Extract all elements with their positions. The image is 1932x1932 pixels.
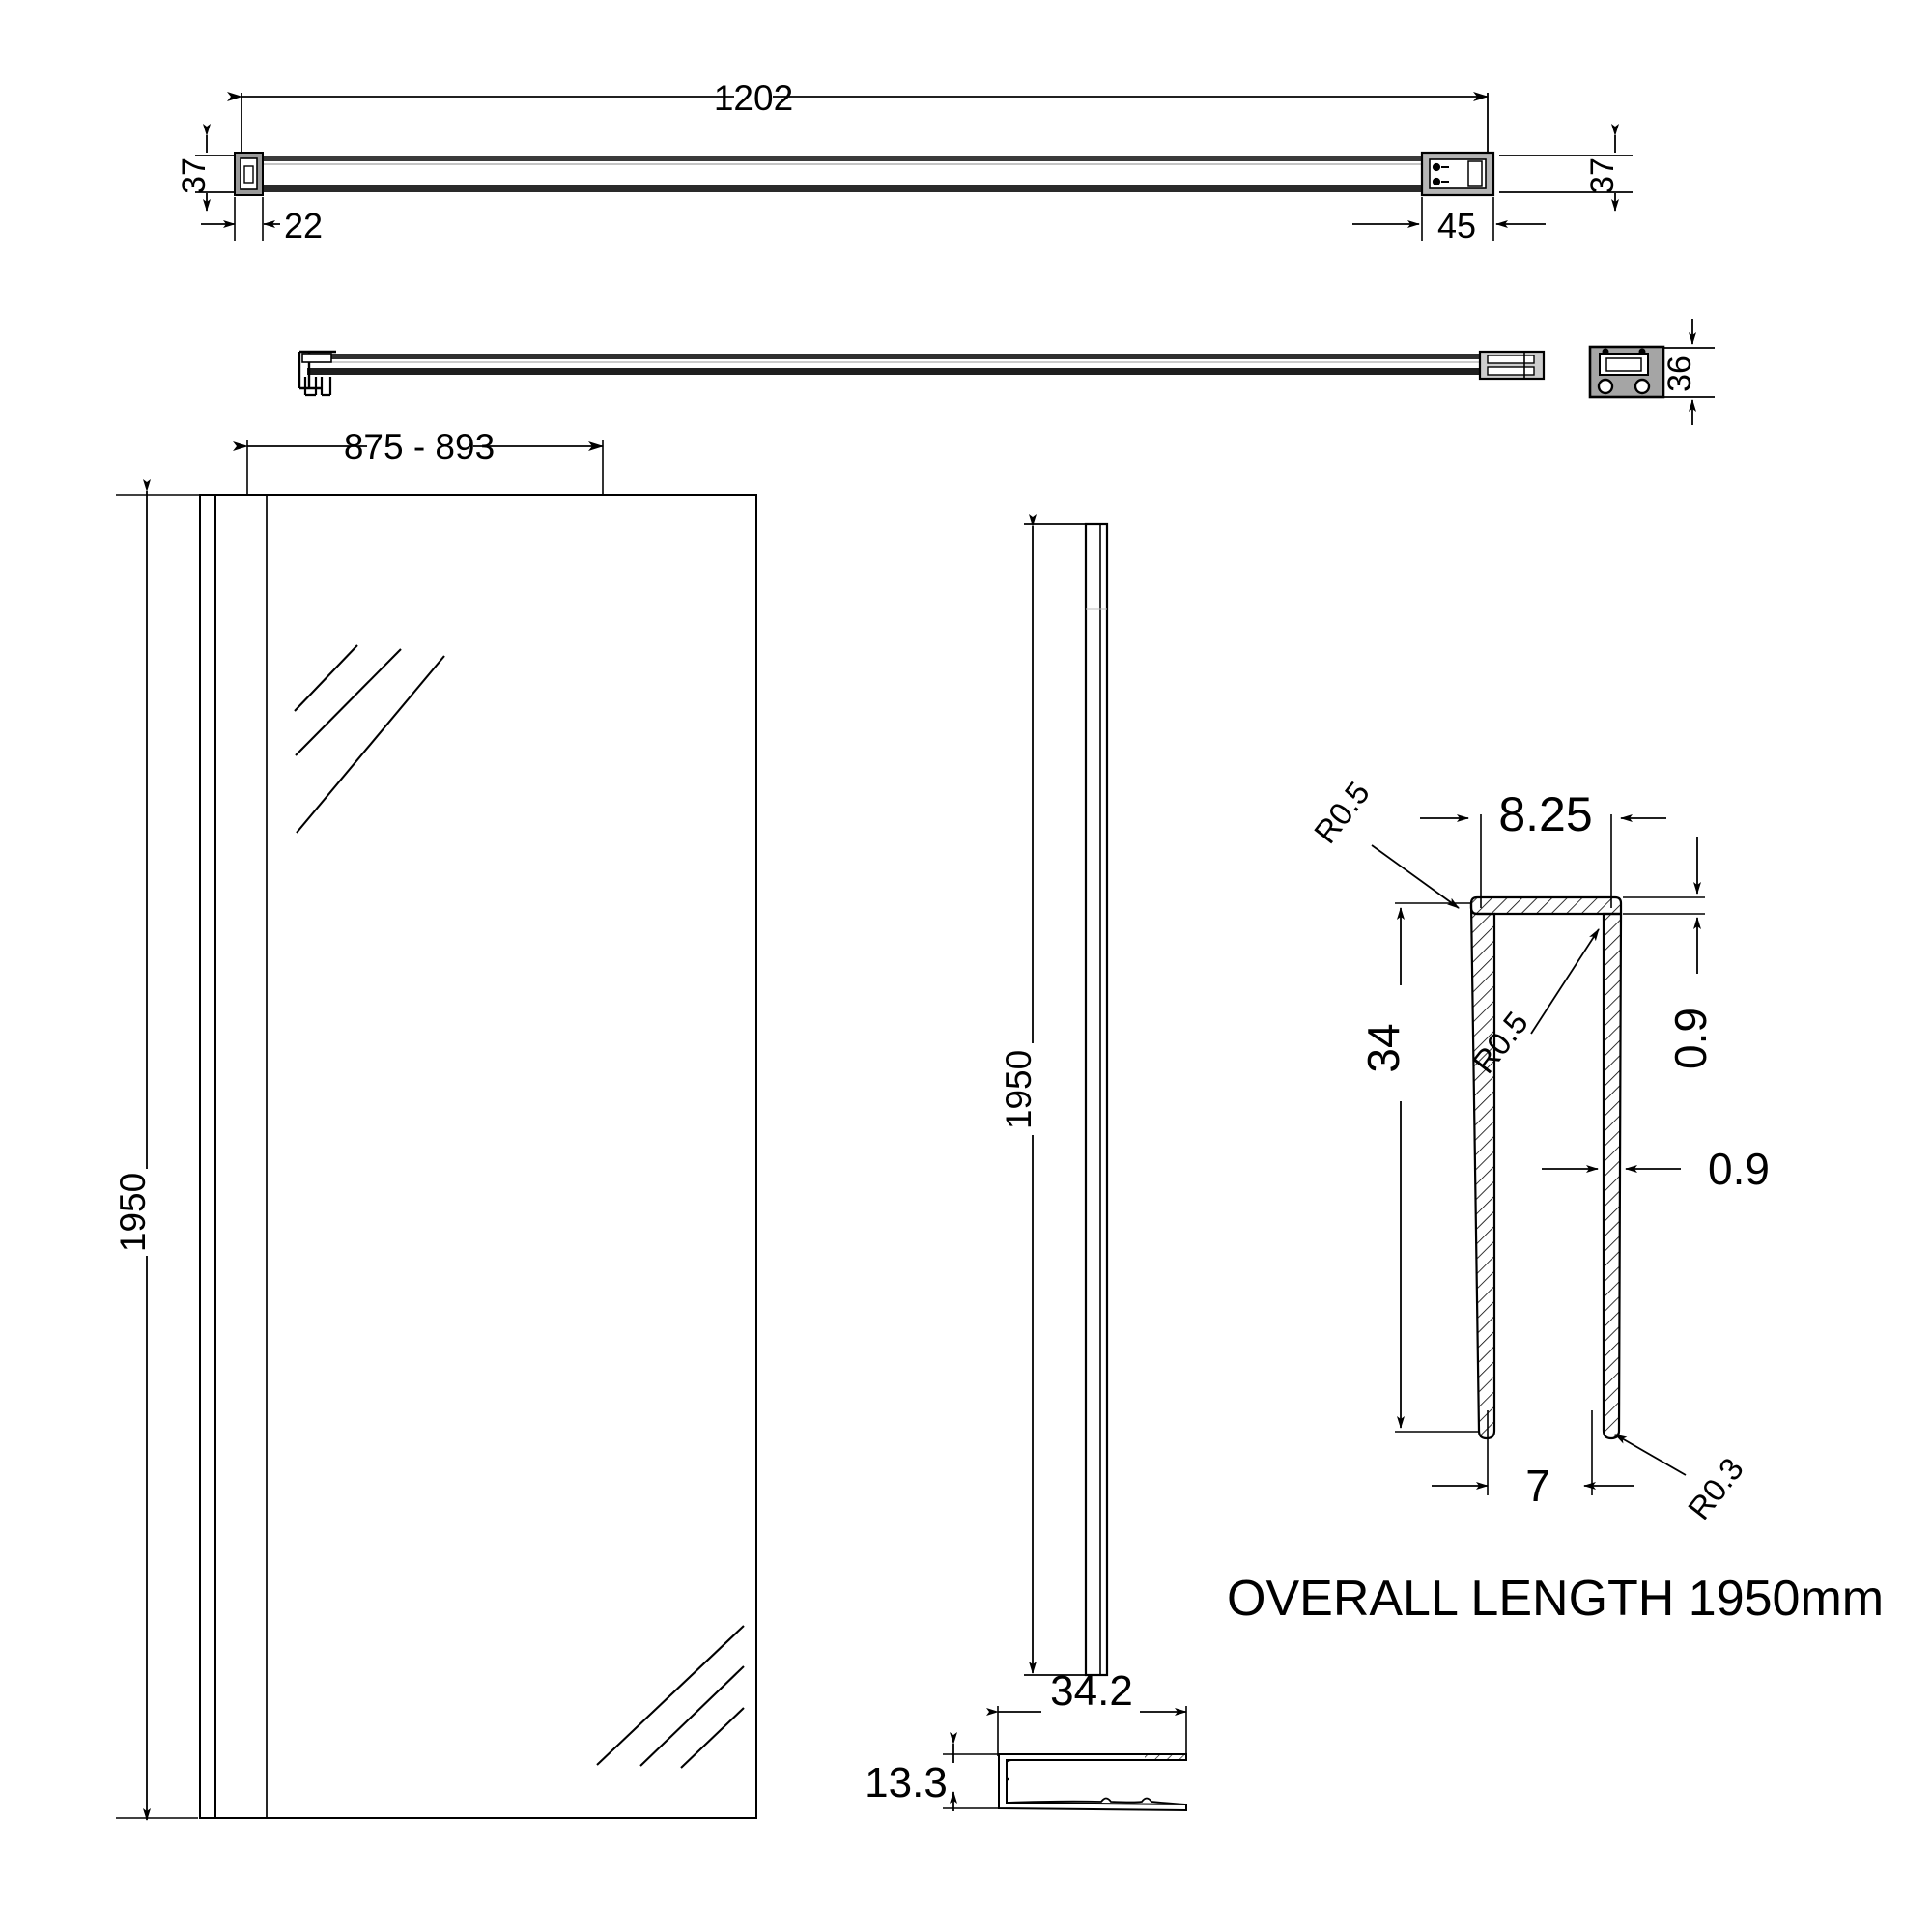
dim-22	[201, 197, 280, 242]
dim-37-right	[1499, 124, 1633, 212]
top-bar-profile	[234, 151, 1495, 197]
dimension-labels: 1202 37 37 22 45 36 875 - 893 1950 1950 …	[113, 78, 1884, 1806]
label-r03: R0.3	[1681, 1451, 1750, 1526]
glass-panel	[199, 494, 757, 1819]
label-37-right: 37	[1584, 157, 1621, 194]
label-r05-outer: R0.5	[1307, 775, 1377, 850]
leader-r05-inner	[1530, 928, 1600, 1035]
profile-bar	[1084, 522, 1109, 1677]
label-37-left: 37	[176, 157, 213, 194]
label-45: 45	[1437, 206, 1476, 245]
label-34: 34	[1358, 1023, 1408, 1072]
bracket-end-block	[1588, 345, 1665, 399]
label-875-893: 875 - 893	[344, 427, 495, 467]
overall-length-note: OVERALL LENGTH 1950mm	[1227, 1571, 1884, 1627]
dim-1950-profile	[1024, 514, 1086, 1676]
dim-1950-panel	[116, 479, 247, 1821]
dim-34-2	[986, 1706, 1187, 1756]
dim-45	[1352, 197, 1546, 242]
dim-875-893	[233, 440, 604, 497]
label-13-3: 13.3	[865, 1759, 948, 1806]
side-plan-view	[298, 319, 1715, 425]
dim-0-9-top	[1623, 837, 1705, 974]
glass-highlight-top	[294, 644, 445, 834]
front-elevation-view	[116, 440, 757, 1821]
label-36: 36	[1662, 355, 1698, 392]
dim-13-3	[943, 1732, 998, 1811]
bottom-rail-cross-section	[943, 1706, 1187, 1812]
leader-r03	[1614, 1434, 1687, 1476]
dim-1202	[227, 92, 1489, 155]
label-1202: 1202	[714, 78, 793, 118]
dim-34	[1395, 902, 1479, 1433]
dim-8-25	[1420, 814, 1666, 908]
label-1950-panel: 1950	[113, 1173, 153, 1252]
top-plan-view	[195, 92, 1633, 242]
label-7: 7	[1525, 1461, 1550, 1511]
profile-elevation-view	[1024, 514, 1109, 1677]
label-34-2: 34.2	[1050, 1667, 1133, 1715]
dim-7	[1432, 1410, 1634, 1495]
label-0-9-wall: 0.9	[1708, 1144, 1770, 1194]
channel-walls	[1469, 895, 1623, 1440]
label-0-9-top: 0.9	[1665, 1008, 1716, 1069]
rail-body	[998, 1753, 1187, 1812]
glass-highlight-bottom	[596, 1625, 745, 1769]
label-22: 22	[284, 206, 323, 245]
leader-r05-outer	[1371, 844, 1460, 909]
dim-36	[1663, 319, 1715, 425]
channel-cross-section	[1371, 814, 1705, 1495]
label-8-25: 8.25	[1498, 787, 1592, 841]
label-1950-profile: 1950	[999, 1050, 1038, 1129]
side-bar-profile	[298, 350, 1546, 397]
